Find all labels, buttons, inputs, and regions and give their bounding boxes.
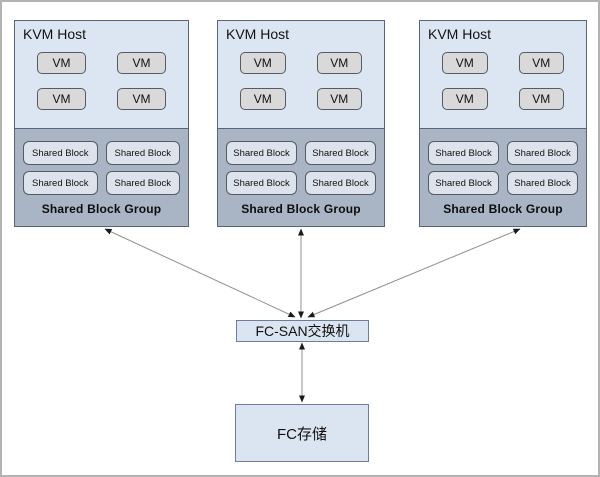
shared-block-grid: Shared Block Shared Block Shared Block S… [226,141,376,195]
shared-block-group-1: Shared Block Shared Block Shared Block S… [15,128,188,226]
shared-block-box: Shared Block [507,141,578,165]
fc-san-switch-label: FC-SAN交换机 [255,323,350,339]
vm-box: VM [316,88,362,110]
shared-block-group-3: Shared Block Shared Block Shared Block S… [420,128,586,226]
kvm-host-2-vm-grid: VM VM VM VM [226,43,376,110]
shared-block-grid: Shared Block Shared Block Shared Block S… [428,141,578,195]
vm-box: VM [240,52,286,74]
shared-block-box: Shared Block [428,171,499,195]
vm-box: VM [316,52,362,74]
shared-block-group-label: Shared Block Group [41,202,162,216]
vm-box: VM [37,88,86,110]
kvm-host-2: KVM Host VM VM VM VM Shared Block Shared… [217,20,385,227]
kvm-host-2-vm-area: KVM Host VM VM VM VM [218,21,384,128]
shared-block-box: Shared Block [105,171,180,195]
kvm-host-3-vm-area: KVM Host VM VM VM VM [420,21,586,128]
kvm-host-2-title: KVM Host [226,26,290,42]
shared-block-group-label: Shared Block Group [443,202,563,216]
fc-storage-box: FC存储 [235,404,369,462]
connection-arrow [104,228,296,318]
shared-block-box: Shared Block [507,171,578,195]
shared-block-group-2: Shared Block Shared Block Shared Block S… [218,128,384,226]
shared-block-box: Shared Block [226,171,297,195]
vm-box: VM [37,52,86,74]
kvm-host-3-vm-grid: VM VM VM VM [428,43,578,110]
shared-block-grid: Shared Block Shared Block Shared Block S… [23,141,180,195]
connection-arrow [307,228,521,318]
vm-box: VM [117,88,166,110]
fc-storage-label: FC存储 [277,425,327,443]
vm-box: VM [518,52,564,74]
shared-block-box: Shared Block [226,141,297,165]
shared-block-box: Shared Block [305,171,376,195]
vm-box: VM [442,88,488,110]
shared-block-group-label: Shared Block Group [241,202,361,216]
vm-box: VM [117,52,166,74]
shared-block-box: Shared Block [305,141,376,165]
kvm-host-1-title: KVM Host [23,26,87,42]
vm-box: VM [518,88,564,110]
kvm-host-1-vm-grid: VM VM VM VM [23,43,180,110]
shared-block-box: Shared Block [23,141,98,165]
shared-block-box: Shared Block [23,171,98,195]
vm-box: VM [442,52,488,74]
shared-block-box: Shared Block [105,141,180,165]
fc-san-switch-box: FC-SAN交换机 [236,320,369,342]
kvm-host-1: KVM Host VM VM VM VM Shared Block Shared… [14,20,189,227]
vm-box: VM [240,88,286,110]
shared-block-box: Shared Block [428,141,499,165]
kvm-host-1-vm-area: KVM Host VM VM VM VM [15,21,188,128]
kvm-host-3-title: KVM Host [428,26,492,42]
kvm-host-3: KVM Host VM VM VM VM Shared Block Shared… [419,20,587,227]
